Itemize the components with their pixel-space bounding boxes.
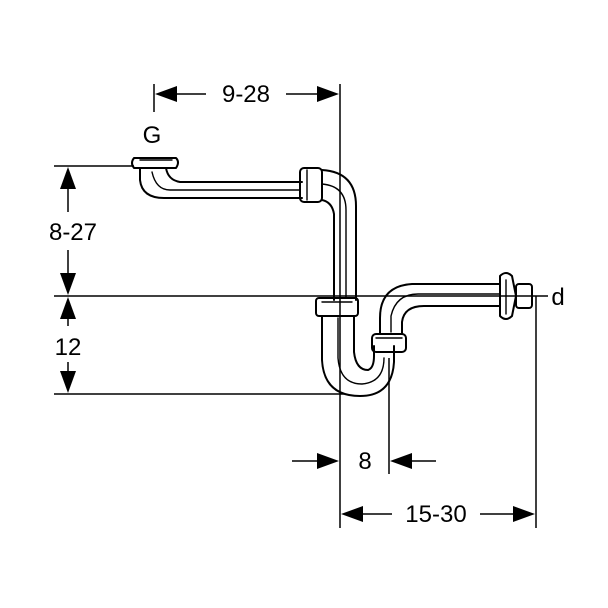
arrow-left bbox=[390, 453, 412, 469]
arrow-right bbox=[513, 506, 535, 522]
label-horizontal-offset: 9-28 bbox=[222, 81, 270, 108]
label-seal-height: 12 bbox=[55, 334, 82, 361]
outlet-rosette bbox=[499, 272, 533, 320]
label-inlet: G bbox=[143, 122, 162, 149]
upper-bend bbox=[321, 169, 357, 301]
arrow-left bbox=[155, 86, 177, 102]
arrow-down bbox=[60, 371, 76, 393]
arrow-right bbox=[317, 86, 339, 102]
label-vertical-offset: 8-27 bbox=[49, 219, 97, 246]
arrow-down bbox=[60, 273, 76, 295]
inlet-flange bbox=[131, 157, 179, 169]
dimension-vertical-offset: 8-27 bbox=[49, 167, 97, 295]
u-trap bbox=[321, 315, 395, 397]
dimension-seal-height: 12 bbox=[55, 297, 82, 393]
trap-nut bbox=[371, 333, 407, 353]
riser-nut bbox=[315, 297, 359, 317]
siphon-pipe bbox=[131, 157, 533, 397]
arrow-up bbox=[60, 297, 76, 319]
extension-lines bbox=[54, 84, 548, 528]
arm-coupling-nut bbox=[299, 167, 323, 203]
dimension-outlet-reach: 15-30 bbox=[341, 501, 535, 528]
label-outlet-reach: 15-30 bbox=[405, 501, 466, 528]
arrow-left bbox=[341, 506, 363, 522]
dimension-trap-width: 8 bbox=[292, 448, 436, 475]
label-trap-width: 8 bbox=[358, 448, 371, 475]
arrow-right bbox=[317, 453, 339, 469]
dimension-horizontal-offset: 9-28 bbox=[155, 81, 339, 108]
outlet-arm bbox=[379, 283, 501, 335]
label-outlet: d bbox=[551, 284, 564, 311]
arrow-up bbox=[60, 167, 76, 189]
inlet-arm bbox=[139, 167, 303, 199]
